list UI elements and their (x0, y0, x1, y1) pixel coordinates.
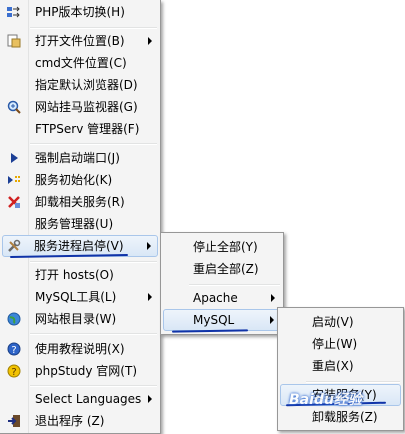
menu-item-apache[interactable]: Apache (163, 287, 281, 309)
menu-item-uninstall-services[interactable]: 卸载相关服务(R) (2, 191, 158, 213)
menu-item-label: 打开文件位置(B) (35, 34, 125, 48)
menu-item-label: 打开 hosts(O) (35, 268, 114, 282)
menu-item-label: 网站根目录(W) (35, 312, 117, 326)
menu-item-site-root[interactable]: 网站根目录(W) (2, 308, 158, 330)
init-icon (7, 173, 21, 187)
service-process-submenu: 停止全部(Y) 重启全部(Z) Apache MySQL (160, 232, 284, 335)
menu-item-mysql-restart[interactable]: 重启(X) (280, 355, 401, 377)
menu-item-open-file-location[interactable]: 打开文件位置(B) (2, 30, 158, 52)
baidu-watermark: Baidu经验 (289, 392, 362, 408)
menu-item-label: 服务初始化(K) (35, 173, 113, 187)
menu-item-label: cmd文件位置(C) (35, 56, 127, 70)
menu-item-label: Select Languages (35, 392, 142, 406)
question-icon: ? (7, 364, 21, 378)
menu-item-service-manager[interactable]: 服务管理器(U) (2, 213, 158, 235)
menu-separator (30, 143, 157, 145)
menu-item-mysql-uninstall-service[interactable]: 卸载服务(Z) (280, 406, 401, 428)
menu-item-label: 停止(W) (312, 337, 358, 351)
menu-item-cmd-location[interactable]: cmd文件位置(C) (2, 52, 158, 74)
menu-item-default-browser[interactable]: 指定默认浏览器(D) (2, 74, 158, 96)
menu-separator (30, 27, 157, 29)
menu-item-label: 重启全部(Z) (193, 262, 259, 276)
menu-item-label: 服务进程启停(V) (34, 239, 124, 253)
menu-item-label: 卸载服务(Z) (312, 410, 378, 424)
submenu-arrow-icon (270, 316, 274, 324)
help-icon: ? (7, 342, 21, 356)
menu-separator (30, 385, 157, 387)
menu-item-label: PHP版本切换(H) (35, 5, 125, 19)
menu-item-label: 网站挂马监视器(G) (35, 100, 138, 114)
menu-item-mysql-install-service[interactable]: 安装服务(Y) (280, 384, 401, 406)
menu-item-mysql-start[interactable]: 启动(V) (280, 311, 401, 333)
menu-separator (30, 333, 157, 335)
menu-item-site-monitor[interactable]: 网站挂马监视器(G) (2, 96, 158, 118)
menu-item-label: 指定默认浏览器(D) (35, 78, 138, 92)
menu-item-label: 重启(X) (312, 359, 354, 373)
menu-item-mysql-stop[interactable]: 停止(W) (280, 333, 401, 355)
tools-icon (7, 239, 21, 253)
context-menu-main: PHP版本切换(H) 打开文件位置(B) cmd文件位置(C) 指定默认浏览器(… (0, 0, 161, 434)
menu-item-service-init[interactable]: 服务初始化(K) (2, 169, 158, 191)
svg-text:?: ? (11, 345, 16, 356)
menu-item-label: 服务管理器(U) (35, 217, 114, 231)
submenu-arrow-icon (148, 37, 152, 45)
submenu-arrow-icon (148, 293, 152, 301)
menu-item-label: 启动(V) (312, 315, 354, 329)
exit-icon (7, 414, 21, 428)
menu-item-label: 强制启动端口(J) (35, 151, 120, 165)
uninstall-icon (7, 195, 21, 209)
submenu-arrow-icon (271, 294, 275, 302)
menu-item-label: FTPServ 管理器(F) (35, 122, 140, 136)
submenu-arrow-icon (148, 395, 152, 403)
menu-item-label: MySQL工具(L) (35, 290, 117, 304)
menu-item-mysql[interactable]: MySQL (163, 309, 281, 331)
menu-item-mysql-tools[interactable]: MySQL工具(L) (2, 286, 158, 308)
menu-item-label: 使用教程说明(X) (35, 342, 125, 356)
menu-item-label: 安装服务(Y) (312, 388, 377, 402)
menu-item-label: 退出程序 (Z) (35, 414, 105, 428)
menu-item-open-hosts[interactable]: 打开 hosts(O) (2, 264, 158, 286)
mysql-submenu: 启动(V) 停止(W) 重启(X) 安装服务(Y) 卸载服务(Z) (277, 307, 404, 431)
menu-separator (189, 284, 280, 286)
menu-item-label: 停止全部(Y) (193, 240, 258, 254)
play-icon (7, 151, 21, 165)
magnifier-icon (7, 100, 21, 114)
menu-item-php-version[interactable]: PHP版本切换(H) (2, 1, 158, 23)
menu-separator (306, 381, 400, 383)
menu-item-label: 卸载相关服务(R) (35, 195, 125, 209)
menu-item-select-languages[interactable]: Select Languages (2, 388, 158, 410)
switch-icon (7, 5, 21, 19)
menu-item-tutorial[interactable]: ? 使用教程说明(X) (2, 338, 158, 360)
menu-item-phpstudy-site[interactable]: ? phpStudy 官网(T) (2, 360, 158, 382)
menu-item-label: Apache (193, 291, 238, 305)
menu-item-ftpserv-manager[interactable]: FTPServ 管理器(F) (2, 118, 158, 140)
folder-icon (7, 34, 21, 48)
svg-text:?: ? (11, 367, 16, 378)
menu-item-stop-all[interactable]: 停止全部(Y) (163, 236, 281, 258)
menu-item-restart-all[interactable]: 重启全部(Z) (163, 258, 281, 280)
menu-item-label: MySQL (193, 313, 235, 327)
globe-icon (7, 312, 21, 326)
menu-separator (30, 261, 157, 263)
submenu-arrow-icon (147, 242, 151, 250)
menu-item-service-process[interactable]: 服务进程启停(V) (2, 235, 158, 257)
menu-item-exit[interactable]: 退出程序 (Z) (2, 410, 158, 432)
menu-item-force-port[interactable]: 强制启动端口(J) (2, 147, 158, 169)
menu-item-label: phpStudy 官网(T) (35, 364, 137, 378)
